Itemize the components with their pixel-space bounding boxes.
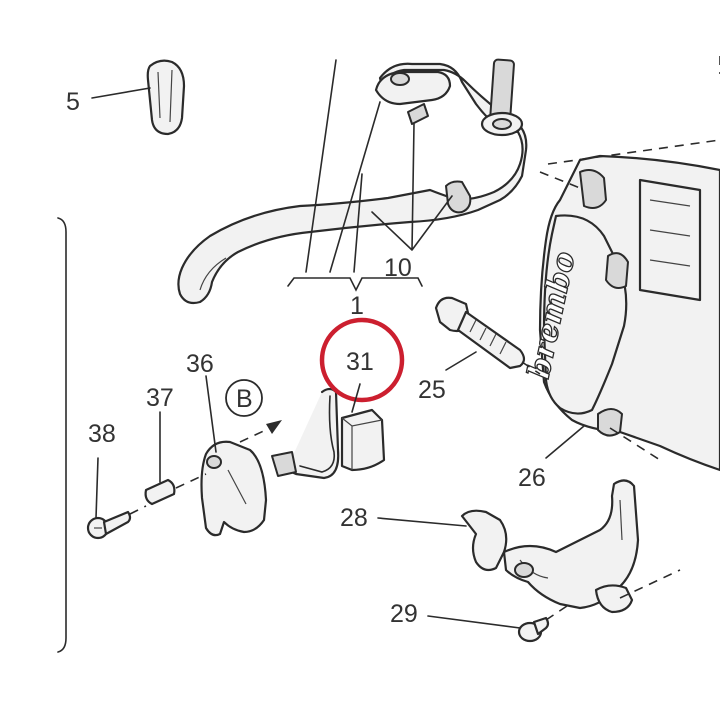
callout-36: 36: [186, 350, 214, 378]
part-37-pin: [144, 478, 176, 506]
leader-10: [371, 123, 453, 251]
leader-38: [95, 457, 99, 519]
part-31-brake-light-switch: [271, 387, 386, 480]
highlight-circle-31: [319, 317, 405, 403]
part-1-brake-lever: [177, 58, 528, 305]
group-brace-1: [287, 277, 423, 292]
part-25-caliper-bolt: [434, 296, 526, 370]
callout-5: 5: [66, 88, 80, 116]
part-36-switch-clamp: [200, 440, 268, 537]
callout-1: 1: [350, 292, 364, 320]
callout-28: 28: [340, 504, 368, 532]
part-38-screw: [86, 510, 132, 540]
leader-25: [445, 351, 477, 371]
dash-caliper-top: [539, 171, 581, 189]
callout-B-circle: [225, 379, 263, 417]
callout-25: 25: [418, 376, 446, 404]
leader-28: [377, 517, 467, 527]
leader-36: [205, 375, 217, 453]
part-5-spring: [146, 59, 186, 136]
part-26-brake-caliper: brembo: [521, 154, 720, 472]
leader-1-lines: [305, 59, 381, 273]
dash-caliper-mid: [609, 427, 661, 461]
arrow-head-B: [266, 420, 282, 434]
part-29-screw: [517, 616, 550, 643]
leader-31: [351, 383, 361, 413]
callout-B: B: [236, 385, 253, 413]
dash-screw-29: [545, 603, 571, 621]
callout-38: 38: [88, 420, 116, 448]
leader-29: [427, 615, 521, 629]
part-28-sensor-bracket: [460, 479, 640, 614]
callout-31: 31: [346, 348, 374, 376]
leader-5: [91, 87, 151, 99]
dash-screw-to-pin: [129, 505, 147, 515]
dash-caliper-upper: [547, 139, 720, 165]
callout-37: 37: [146, 384, 174, 412]
callout-26: 26: [518, 464, 546, 492]
dash-bolt-axis: [521, 361, 541, 375]
dash-bracket-right: [619, 569, 681, 599]
callout-10: 10: [384, 254, 412, 282]
dash-clamp-to-switch: [239, 427, 271, 443]
callout-29: 29: [390, 600, 418, 628]
leader-26: [545, 425, 585, 459]
group-bracket-left: [57, 217, 67, 653]
dash-pin-to-clamp: [175, 473, 207, 489]
